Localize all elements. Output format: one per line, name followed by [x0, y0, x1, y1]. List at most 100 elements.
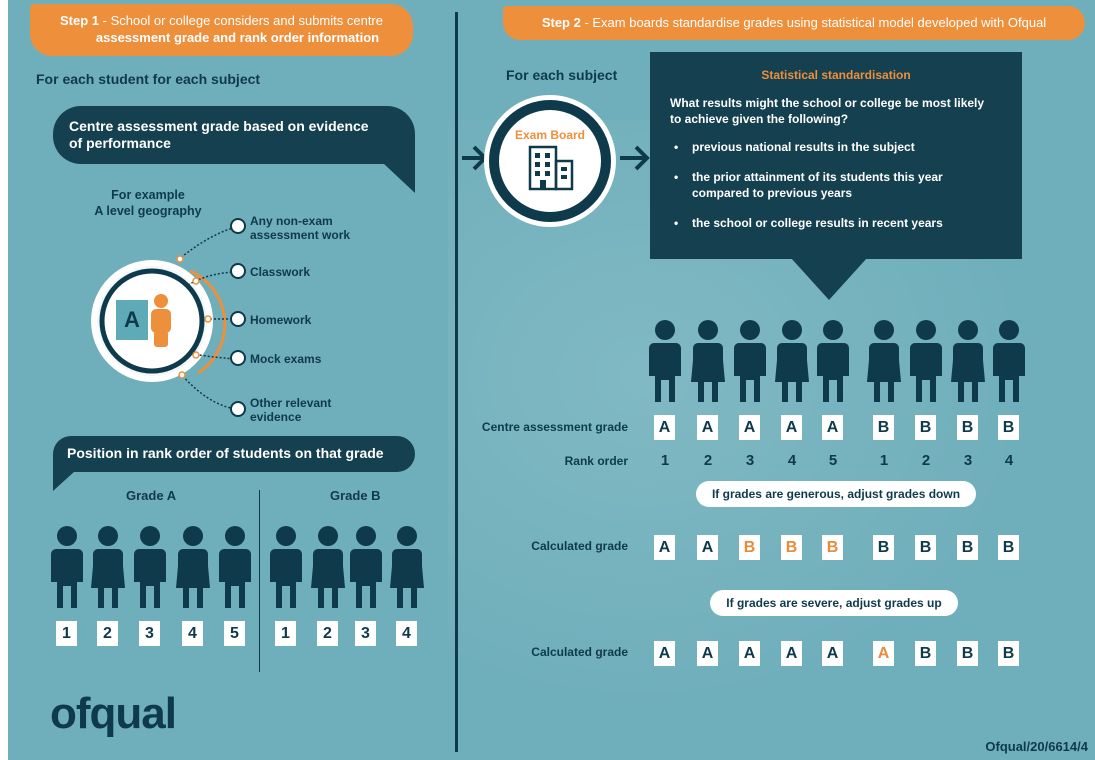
stat-title: Statistical standardisation [761, 68, 911, 82]
grade-box: A [697, 641, 718, 666]
student-figure [733, 320, 767, 404]
grade-box: A [654, 415, 675, 440]
rank-number-box: 5 [224, 621, 245, 646]
student-figure [909, 320, 943, 404]
student-figure [992, 320, 1026, 404]
grade-box: B [998, 535, 1019, 560]
grade-box: A [739, 641, 760, 666]
calc-label-2: Calculated grade [531, 645, 628, 659]
calc-label-1: Calculated grade [531, 539, 628, 553]
grade-box: B [957, 641, 978, 666]
grade-box: B [915, 641, 936, 666]
cag-bubble: Centre assessment grade based on evidenc… [53, 106, 415, 164]
stat-bullet: •previous national results in the subjec… [674, 140, 915, 154]
student-figure [816, 320, 850, 404]
rank-number: 3 [745, 452, 755, 469]
step2-title: Step 2 - Exam boards standardise grades … [503, 6, 1085, 40]
grade-box: A [822, 415, 843, 440]
ofqual-logo: ofqual [50, 689, 177, 738]
rank-number: 2 [921, 452, 931, 469]
rank-number-box: 2 [317, 621, 338, 646]
student-figure [775, 320, 809, 404]
student-figure [867, 320, 901, 404]
evidence-item: Mock exams [250, 352, 322, 366]
exam-board-label: Exam Board [514, 128, 586, 142]
stat-bullet: •the prior attainment of its students th… [674, 170, 943, 200]
student-figure [691, 320, 725, 404]
grade-box: B [998, 641, 1019, 666]
student-figure [50, 526, 84, 610]
grade-box: B [873, 535, 894, 560]
rank-number-box: 3 [139, 621, 160, 646]
grade-box: A [697, 535, 718, 560]
grade-box: A [654, 535, 675, 560]
rank-number: 5 [828, 452, 838, 469]
rank-number-box: 4 [396, 621, 417, 646]
grade-box: B [873, 415, 894, 440]
step1-title: Step 1 - School or college considers and… [30, 4, 413, 56]
evidence-dot [230, 263, 246, 279]
stat-box-tail [791, 258, 867, 300]
rank-number: 1 [879, 452, 889, 469]
infographic: Step 1 - School or college considers and… [8, 0, 1095, 760]
grade-box: B [957, 535, 978, 560]
grade-box: B [781, 535, 802, 560]
rank-bubble-tail [53, 471, 75, 491]
grade-box: B [915, 415, 936, 440]
cag-row-label: Centre assessment grade [481, 420, 628, 434]
student-figure [951, 320, 985, 404]
grade-box: A [654, 641, 675, 666]
stat-box: Statistical standardisation What results… [650, 52, 1022, 259]
evidence-dot [230, 218, 246, 234]
exam-board-inner [499, 110, 601, 212]
grade-box: B [739, 535, 760, 560]
evidence-dot [230, 311, 246, 327]
rank-number-box: 1 [275, 621, 296, 646]
rank-number-box: 3 [355, 621, 376, 646]
grade-box: A [822, 641, 843, 666]
grade-box: B [998, 415, 1019, 440]
student-figure [176, 526, 210, 610]
evidence-item: Homework [250, 313, 312, 327]
grade-a-label: Grade A [126, 488, 177, 503]
student-figure [390, 526, 424, 610]
grade-box: A [873, 641, 894, 666]
grade-box: A [781, 415, 802, 440]
generous-note: If grades are generous, adjust grades do… [696, 481, 976, 507]
grade-box: B [915, 535, 936, 560]
student-figure [91, 526, 125, 610]
evidence-item: Classwork [250, 265, 311, 279]
student-figure [218, 526, 252, 610]
grade-box: B [822, 535, 843, 560]
step1-for-each: For each student for each subject [36, 71, 261, 87]
student-figure [311, 526, 345, 610]
rank-number-box: 4 [182, 621, 203, 646]
student-figure [269, 526, 303, 610]
grade-box: A [781, 641, 802, 666]
evidence-dot [230, 401, 246, 417]
rank-number: 2 [703, 452, 713, 469]
student-figure [133, 526, 167, 610]
rank-number-box: 2 [97, 621, 118, 646]
reference-code: Ofqual/20/6614/4 [985, 739, 1088, 754]
grade-b-label: Grade B [330, 488, 381, 503]
student-figure [349, 526, 383, 610]
stat-bullet: •the school or college results in recent… [674, 216, 943, 230]
building-icon [528, 145, 574, 191]
rank-number: 3 [963, 452, 973, 469]
rank-number: 4 [1004, 452, 1014, 469]
stat-question: What results might the school or college… [670, 96, 985, 126]
example-text: For example A level geography [94, 188, 202, 218]
grade-box: A [739, 415, 760, 440]
cag-bubble-tail [383, 163, 415, 193]
rank-number-box: 1 [56, 621, 77, 646]
student-icon [151, 294, 171, 347]
rank-number: 1 [660, 452, 670, 469]
step2-for-each: For each subject [506, 67, 618, 83]
student-figure [648, 320, 682, 404]
avatar-grade-box: A [116, 300, 148, 340]
grade-box: A [697, 415, 718, 440]
grade-divider [259, 490, 260, 672]
